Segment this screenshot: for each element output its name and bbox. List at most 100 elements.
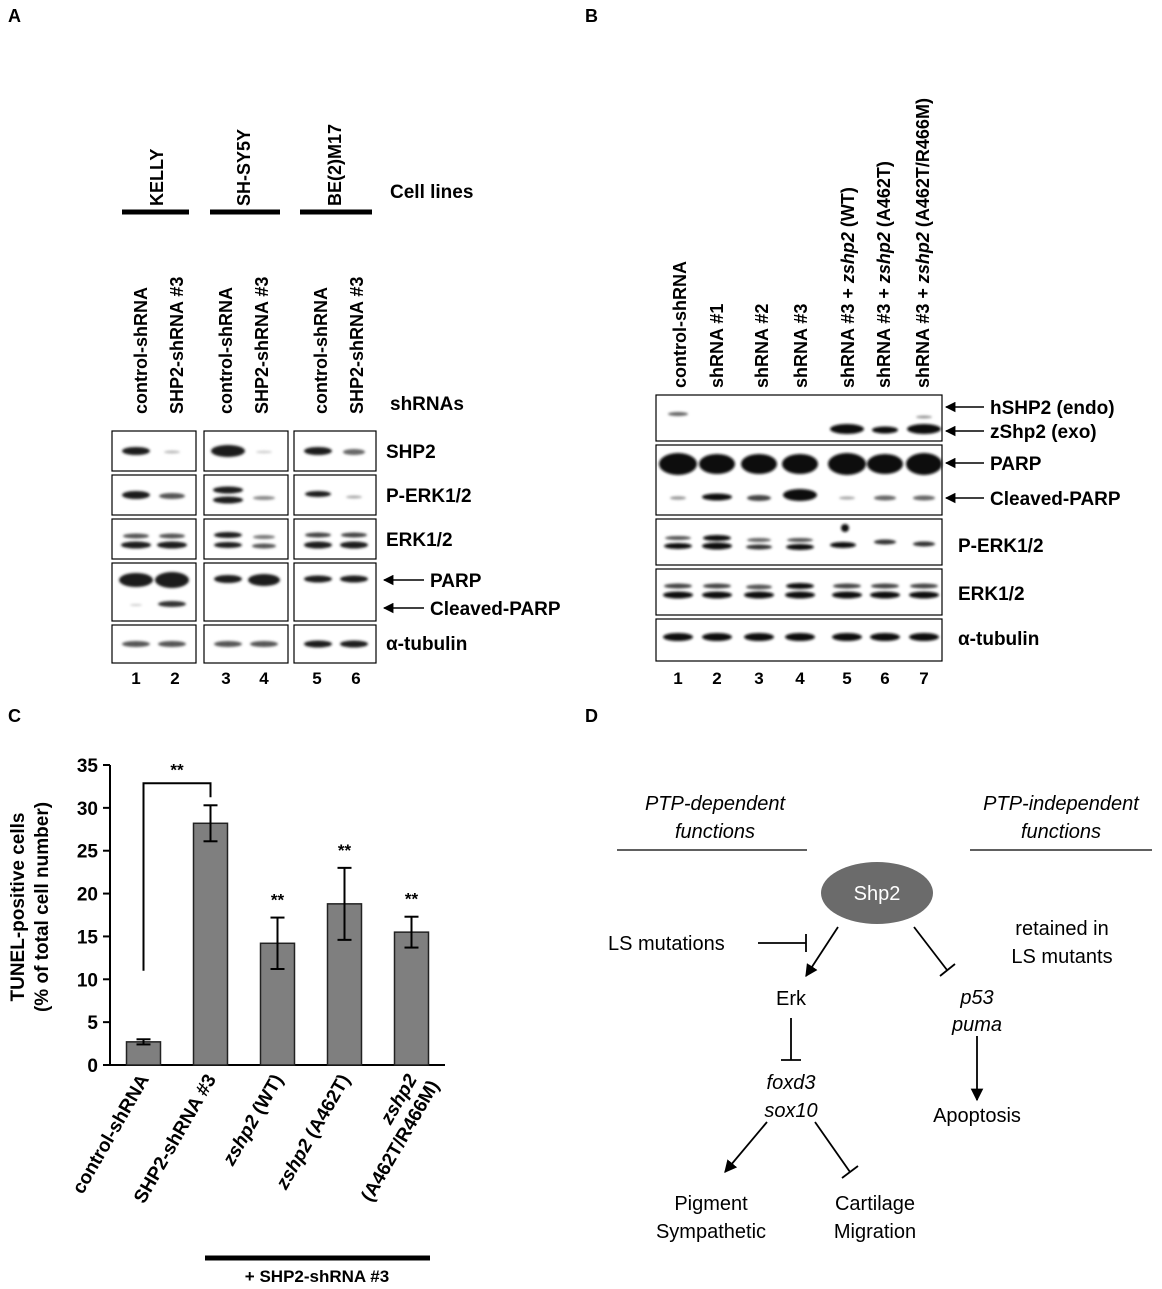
a-lane-label-4: SHP2-shRNA #3 — [252, 277, 272, 414]
band — [122, 641, 150, 647]
band — [782, 454, 818, 474]
a-label-cleaved-parp: Cleaved-PARP — [430, 599, 561, 620]
band — [340, 575, 368, 583]
band — [214, 641, 242, 647]
band — [670, 496, 686, 500]
a-lane-number-6: 6 — [351, 669, 360, 688]
a-label-shp2: SHP2 — [386, 442, 436, 463]
b-lane-number-4: 4 — [795, 669, 805, 688]
b-lane-label-5-a: shRNA #3 + — [838, 283, 858, 388]
sox10-label: sox10 — [764, 1100, 817, 1122]
a-lane-label-1: control-shRNA — [131, 287, 151, 414]
b-lane-label-6-b: zshp2 — [874, 232, 894, 284]
b-label-cleaved-parp: Cleaved-PARP — [990, 489, 1121, 510]
group-indicator: + SHP2-shRNA #3 — [205, 1255, 430, 1286]
foxd3-label: foxd3 — [767, 1072, 816, 1094]
a-blot-erk-2 — [203, 518, 289, 560]
x-category-label-text: (A462T) — [299, 1071, 355, 1146]
b-arrows — [944, 401, 984, 504]
band — [741, 454, 777, 474]
band — [744, 591, 774, 599]
a-lane-number-3: 3 — [221, 669, 230, 688]
a-lane-label-3: control-shRNA — [216, 287, 236, 414]
b-lane-label-3-a: shRNA #2 — [752, 304, 772, 388]
band — [913, 541, 935, 547]
band — [664, 543, 692, 549]
chart-ylabel-2: (% of total cell number) — [32, 802, 53, 1012]
a-blot-perk-1 — [111, 474, 197, 516]
panel-b-letter: B — [585, 6, 598, 26]
a-blot-parp-1 — [111, 562, 197, 622]
a-label-erk: ERK1/2 — [386, 530, 453, 551]
band — [702, 542, 732, 550]
band — [871, 583, 899, 589]
y-tick-label: 25 — [77, 842, 99, 863]
y-tick-label: 15 — [77, 927, 99, 948]
band — [304, 541, 332, 549]
a-lane-number-5: 5 — [312, 669, 321, 688]
band — [744, 633, 774, 641]
band — [747, 495, 771, 501]
b-lane-label-7-c: (A462T/R466M) — [913, 98, 933, 232]
band — [214, 542, 242, 548]
band — [305, 491, 331, 497]
cartilage-line1: Cartilage — [835, 1193, 915, 1215]
band — [341, 532, 367, 538]
band — [250, 641, 278, 647]
ptp-independent-line2: functions — [1021, 821, 1101, 843]
significance-label: ** — [338, 841, 352, 860]
band — [910, 583, 938, 589]
band — [786, 583, 814, 589]
band — [747, 538, 771, 542]
panel-a-letter: A — [8, 6, 21, 26]
band — [253, 496, 275, 500]
a-blot-parp-3 — [293, 562, 377, 622]
band — [663, 591, 693, 599]
b-lane-label-7-b: zshp2 — [913, 232, 933, 284]
band — [909, 633, 939, 641]
band — [119, 573, 153, 587]
y-tick-label: 30 — [77, 799, 98, 820]
pigment-line2: Sympathetic — [656, 1221, 766, 1243]
b-lane-label-4: shRNA #3 — [791, 304, 811, 388]
band — [256, 450, 272, 454]
b-lane-label-1-a: control-shRNA — [670, 261, 690, 388]
panel-d-letter: D — [585, 706, 598, 726]
x-category-label: zshp2 (A462T) — [272, 1071, 355, 1194]
b-lane-label-6-c: (A462T) — [874, 161, 894, 232]
a-lane-number-2: 2 — [170, 669, 179, 688]
band — [703, 535, 731, 541]
band — [159, 493, 185, 499]
edge-shp2-p53-bar — [939, 963, 956, 977]
b-lane-label-5: shRNA #3 + zshp2 (WT) — [838, 187, 858, 388]
band — [786, 544, 814, 550]
a-blot-shp2-3 — [293, 430, 377, 472]
band — [913, 495, 935, 501]
b-blot-perk — [655, 518, 943, 566]
shp2-node-label: Shp2 — [854, 883, 901, 905]
b-blot-erk — [655, 568, 943, 616]
b-label-perk: P-ERK1/2 — [958, 536, 1044, 557]
b-lane-number-5: 5 — [842, 669, 851, 688]
a-blot-shp2-2 — [203, 430, 289, 472]
band — [304, 640, 332, 648]
b-label-zshp2: zShp2 (exo) — [990, 422, 1097, 443]
band — [122, 447, 150, 455]
b-label-erk: ERK1/2 — [958, 584, 1025, 605]
b-label-hshp2: hSHP2 (endo) — [990, 398, 1115, 419]
a-bands — [119, 445, 368, 648]
a-lane-number-4: 4 — [259, 669, 269, 688]
band — [130, 604, 142, 606]
band — [252, 543, 276, 549]
b-lane-label-6-a: shRNA #3 + — [874, 283, 894, 388]
b-lane-number-2: 2 — [712, 669, 721, 688]
band — [122, 491, 150, 499]
band — [870, 591, 900, 599]
band — [907, 424, 941, 434]
band — [832, 633, 862, 641]
band — [830, 424, 864, 434]
b-lane-number-6: 6 — [880, 669, 889, 688]
b-lane-label-2: shRNA #1 — [707, 304, 727, 388]
